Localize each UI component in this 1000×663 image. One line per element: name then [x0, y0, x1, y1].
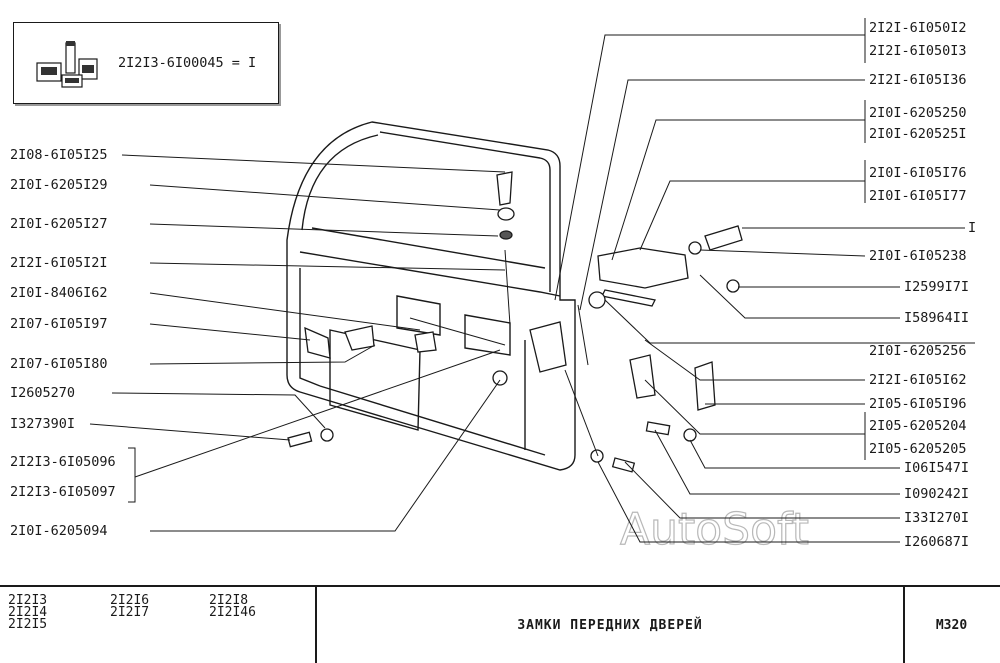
part-label: 2I2I3-6I05097	[10, 484, 116, 500]
nut-small-part	[683, 428, 697, 442]
handle-gasket-part	[601, 289, 656, 307]
part-label: 2I05-6I05I96	[869, 396, 967, 412]
part-label: 2I08-6I05I25	[10, 147, 108, 163]
watermark: AutoSoft	[620, 504, 809, 555]
bolt-part	[645, 421, 671, 436]
part-label: I327390I	[10, 416, 75, 432]
right-labels: 2I2I-6I050I2 2I2I-6I050I3 2I2I-6I05I36 2…	[869, 20, 976, 550]
legend-box: 2I2I3-6I00045 = I	[13, 22, 279, 104]
part-label: 2I2I-6I05I36	[869, 72, 967, 88]
part-label: 2I05-6205204	[869, 418, 967, 434]
lock-rod-part	[504, 249, 511, 326]
model-list: 2I2I3 2I2I4 2I2I5 2I2I6 2I2I7 2I2I8 2I2I…	[0, 587, 315, 663]
cylinder-spring-part	[688, 241, 702, 255]
part-label: I	[968, 220, 976, 236]
model-code: 2I2I46	[209, 605, 256, 620]
model-code: 2I2I7	[110, 605, 150, 620]
part-label: I260687I	[904, 534, 969, 550]
model-code: 2I2I4	[8, 605, 48, 620]
part-label: 2I2I3-6I05096	[10, 454, 116, 470]
handle-screw-part	[588, 291, 606, 309]
page-code: M320	[935, 617, 968, 633]
part-label: 2I0I-6I05238	[869, 248, 967, 264]
part-label: 2I2I-6I050I2	[869, 20, 967, 36]
right-leader-lines	[554, 18, 975, 543]
part-label: I2605270	[10, 385, 75, 401]
lock-cylinder-part	[704, 225, 743, 251]
part-label: 2I05-6205205	[869, 441, 967, 457]
parts	[287, 171, 743, 473]
part-label: 2I0I-6205I27	[10, 216, 108, 232]
screw-part	[287, 431, 313, 448]
left-leader-lines	[89, 154, 506, 532]
part-label: I58964II	[904, 310, 969, 326]
part-label: 2I0I-8406I62	[10, 285, 108, 301]
lubricant-kit-icon	[36, 41, 98, 88]
lock-body-part	[529, 321, 567, 373]
part-label: 2I0I-6205250	[869, 105, 967, 121]
washer-lower-part	[590, 449, 604, 463]
part-label: 2I0I-620525I	[869, 126, 967, 142]
part-label: 2I0I-6205256	[869, 343, 967, 359]
diagram-title: ЗАМКИ ПЕРЕДНИХ ДВЕРЕЙ	[315, 587, 905, 663]
part-label: I2599I7I	[904, 279, 969, 295]
washer-part	[320, 428, 334, 442]
model-code: 2I2I3	[8, 593, 48, 608]
part-label: 2I2I-6I050I3	[869, 43, 967, 59]
part-label: 2I0I-6205I29	[10, 177, 108, 193]
lock-rod-right-part	[577, 304, 589, 366]
part-label: 2I2I-6I05I2I	[10, 255, 108, 271]
inner-handle-bezel-part	[304, 326, 331, 359]
retainer-part	[694, 361, 716, 411]
nut-part	[726, 279, 740, 293]
inner-handle-part	[344, 325, 375, 351]
title-block: 2I2I3 2I2I4 2I2I5 2I2I6 2I2I7 2I2I8 2I2I…	[0, 585, 1000, 663]
part-label: 2I2I-6I05I62	[869, 372, 967, 388]
door-lock-button-part	[496, 171, 513, 206]
part-label: I33I270I	[904, 510, 969, 526]
part-label: 2I0I-6205094	[10, 523, 108, 539]
part-label: I06I547I	[904, 460, 969, 476]
screw-lower-part	[611, 457, 636, 473]
door-outline	[286, 121, 576, 471]
part-label: 2I07-6I05I80	[10, 356, 108, 372]
part-label: I090242I	[904, 486, 969, 502]
plug-part	[492, 370, 508, 386]
legend-text: 2I2I3-6I00045 = I	[118, 55, 257, 71]
part-label: 2I0I-6I05I76	[869, 165, 967, 181]
left-labels: 2I08-6I05I25 2I0I-6205I29 2I0I-6205I27 2…	[10, 147, 116, 539]
striker-part	[629, 354, 656, 399]
model-code: 2I2I5	[8, 617, 48, 632]
button-washer-part	[499, 230, 513, 240]
button-bushing-part	[497, 207, 515, 221]
model-code: 2I2I8	[209, 593, 249, 608]
clip-part	[414, 331, 437, 353]
model-code: 2I2I6	[110, 593, 150, 608]
remote-rod-part	[409, 317, 506, 346]
part-label: 2I0I-6I05I77	[869, 188, 967, 204]
part-label: 2I07-6I05I97	[10, 316, 108, 332]
outer-handle-part	[597, 247, 689, 289]
